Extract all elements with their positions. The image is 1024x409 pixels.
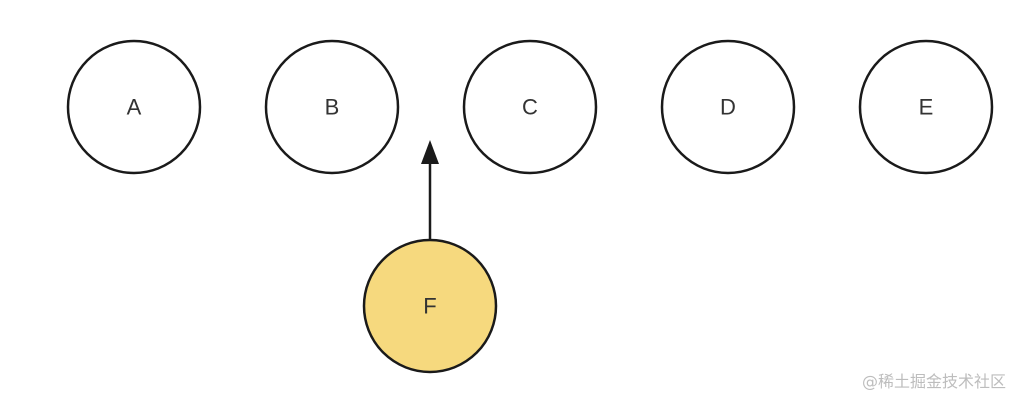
node-b: B	[264, 39, 400, 175]
node-f: F	[362, 238, 498, 374]
node-f-circle	[362, 238, 498, 374]
node-e-label: E	[919, 95, 934, 120]
insert-arrow-head	[421, 140, 439, 164]
node-a-label: A	[127, 95, 142, 120]
node-a-circle	[66, 39, 202, 175]
node-d-label: D	[720, 95, 736, 120]
node-c-circle	[462, 39, 598, 175]
node-c-label: C	[522, 95, 538, 120]
node-f-label: F	[423, 294, 436, 319]
node-d-circle	[660, 39, 796, 175]
node-d: D	[660, 39, 796, 175]
watermark: @稀土掘金技术社区	[861, 372, 1006, 391]
node-c: C	[462, 39, 598, 175]
node-e: E	[858, 39, 994, 175]
node-a: A	[66, 39, 202, 175]
node-b-label: B	[325, 95, 340, 120]
node-b-circle	[264, 39, 400, 175]
node-e-circle	[858, 39, 994, 175]
insert-arrow	[421, 140, 439, 240]
